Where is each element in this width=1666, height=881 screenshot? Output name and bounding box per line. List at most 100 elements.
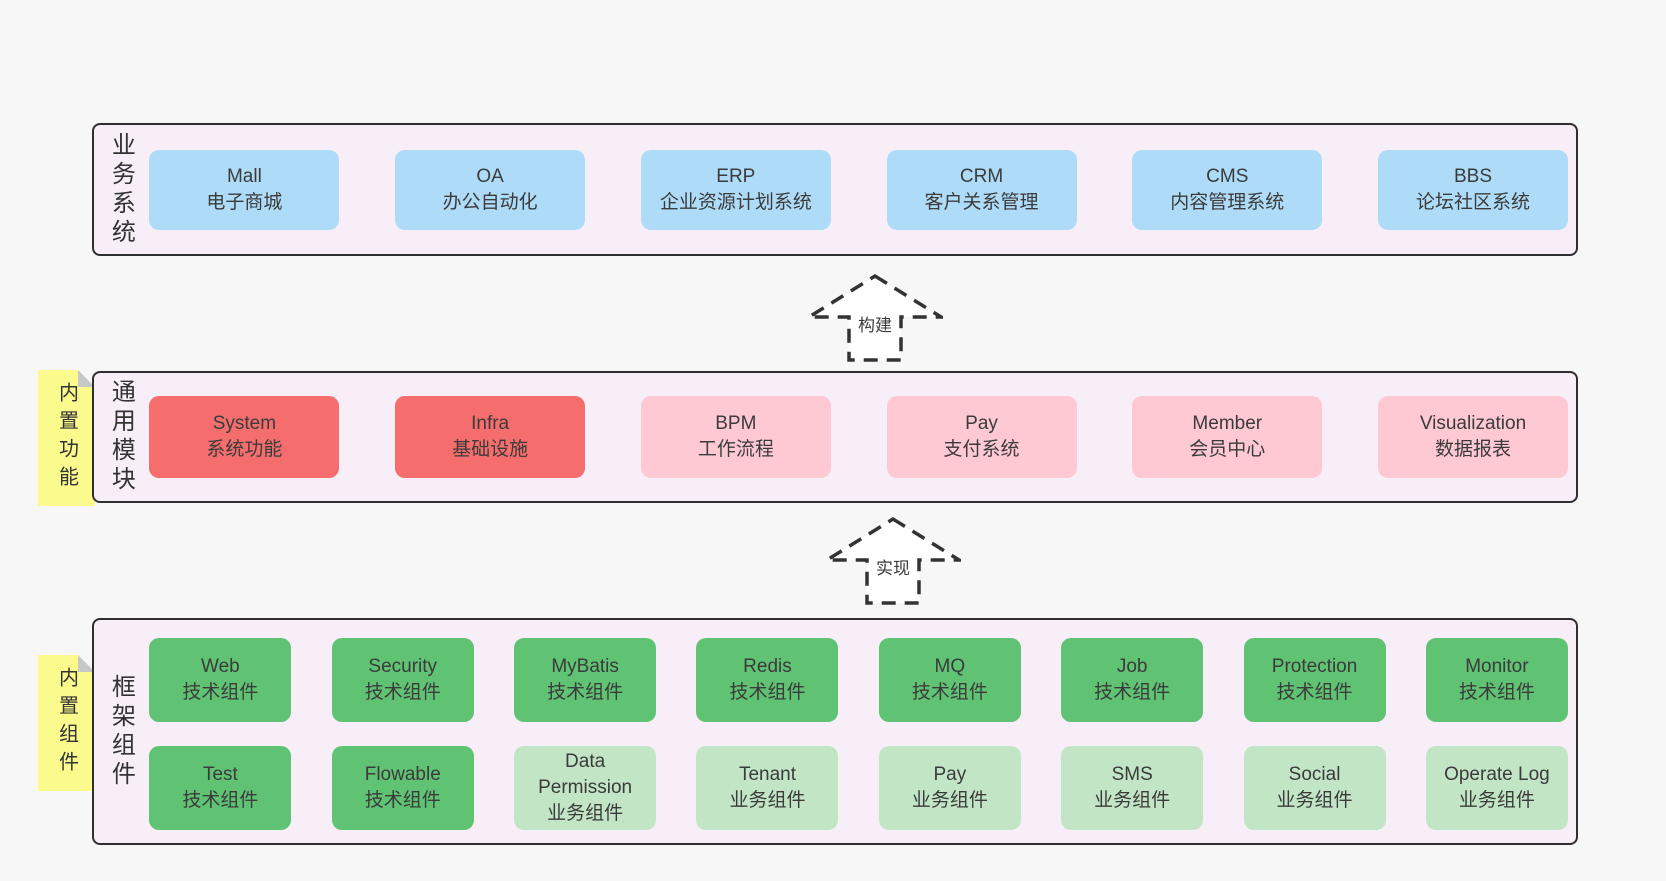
box-infra: Infra 基础设施 bbox=[395, 396, 586, 478]
box-subtitle: 业务组件 bbox=[911, 790, 988, 811]
box-mybatis: MyBatis 技术组件 bbox=[514, 638, 657, 722]
box-title: Operate Log bbox=[1444, 764, 1550, 785]
box-bpm: BPM 工作流程 bbox=[640, 396, 831, 478]
box-title: OA bbox=[476, 165, 504, 187]
box-monitor: Monitor 技术组件 bbox=[1425, 638, 1568, 722]
framework-row-1: Web 技术组件 Security 技术组件 MyBatis 技术组件 Redi… bbox=[149, 638, 1568, 722]
framework-components-panel: 框架组件 Web 技术组件 Security 技术组件 MyBatis 技术组件… bbox=[92, 618, 1578, 845]
box-cms: CMS 内容管理系统 bbox=[1132, 149, 1323, 230]
box-sms: SMS 业务组件 bbox=[1061, 746, 1204, 830]
box-system: System 系统功能 bbox=[149, 396, 340, 478]
box-oa: OA 办公自动化 bbox=[395, 149, 586, 230]
box-title: System bbox=[212, 413, 277, 434]
arrow-label: 构建 bbox=[854, 309, 896, 338]
box-title: Infra bbox=[471, 413, 510, 434]
box-mq: MQ 技术组件 bbox=[878, 638, 1021, 722]
box-subtitle: 业务组件 bbox=[1458, 790, 1535, 811]
box-title: Social bbox=[1288, 764, 1341, 785]
box-subtitle: 数据报表 bbox=[1434, 439, 1511, 460]
box-title: BBS bbox=[1453, 165, 1492, 187]
box-pay-biz: Pay 业务组件 bbox=[878, 746, 1021, 830]
box-member: Member 会员中心 bbox=[1132, 396, 1323, 478]
box-subtitle: 业务组件 bbox=[547, 803, 624, 824]
box-security: Security 技术组件 bbox=[331, 638, 474, 722]
box-title: CRM bbox=[959, 165, 1004, 187]
box-subtitle: 技术组件 bbox=[1458, 682, 1535, 703]
box-mall: Mall 电子商城 bbox=[149, 149, 340, 230]
box-title: MyBatis bbox=[551, 656, 619, 677]
box-pay: Pay 支付系统 bbox=[886, 396, 1077, 478]
box-title: ERP bbox=[716, 165, 756, 187]
panel-side-label: 框架组件 bbox=[107, 673, 135, 790]
framework-box-rows: Web 技术组件 Security 技术组件 MyBatis 技术组件 Redi… bbox=[133, 620, 1576, 843]
box-subtitle: 技术组件 bbox=[182, 682, 259, 703]
box-data-permission: Data Permission 业务组件 bbox=[514, 746, 657, 830]
business-systems-panel: 业务系统 Mall 电子商城 OA 办公自动化 ERP 企业资源计划系统 CRM… bbox=[92, 123, 1578, 256]
box-subtitle: 技术组件 bbox=[911, 682, 988, 703]
folded-corner-icon bbox=[78, 370, 95, 387]
box-job: Job 技术组件 bbox=[1061, 638, 1204, 722]
box-title: Member bbox=[1192, 413, 1263, 434]
box-title: Visualization bbox=[1419, 413, 1527, 434]
box-subtitle: 支付系统 bbox=[943, 439, 1020, 460]
panel-side-label: 业务系统 bbox=[107, 131, 135, 248]
box-test: Test 技术组件 bbox=[149, 746, 292, 830]
box-title: Pay bbox=[933, 764, 967, 785]
box-title: Tenant bbox=[738, 764, 796, 785]
box-subtitle: 电子商城 bbox=[206, 191, 283, 213]
box-subtitle: 业务组件 bbox=[729, 790, 806, 811]
box-subtitle: 技术组件 bbox=[1276, 682, 1353, 703]
box-subtitle: 办公自动化 bbox=[442, 191, 538, 213]
box-title: Security bbox=[368, 656, 438, 677]
framework-row-2: Test 技术组件 Flowable 技术组件 Data Permission … bbox=[149, 746, 1568, 830]
box-title: MQ bbox=[934, 656, 966, 677]
arrow-label: 实现 bbox=[872, 552, 914, 581]
box-subtitle: 技术组件 bbox=[364, 682, 441, 703]
box-subtitle: 业务组件 bbox=[1094, 790, 1171, 811]
sticky-note-builtin-features: 内置功能 bbox=[38, 370, 95, 506]
box-social: Social 业务组件 bbox=[1243, 746, 1386, 830]
box-subtitle: 论坛社区系统 bbox=[1415, 191, 1530, 213]
box-subtitle: 技术组件 bbox=[547, 682, 624, 703]
modules-box-row: System 系统功能 Infra 基础设施 BPM 工作流程 Pay 支付系统… bbox=[133, 373, 1576, 501]
box-crm: CRM 客户关系管理 bbox=[886, 149, 1077, 230]
box-title: Flowable bbox=[364, 764, 441, 785]
box-protection: Protection 技术组件 bbox=[1243, 638, 1386, 722]
box-bbs: BBS 论坛社区系统 bbox=[1377, 149, 1568, 230]
box-subtitle: 企业资源计划系统 bbox=[659, 191, 812, 213]
box-title: Mall bbox=[226, 165, 262, 187]
sticky-label: 内置功能 bbox=[55, 382, 78, 494]
box-title: Web bbox=[201, 656, 240, 677]
box-subtitle: 技术组件 bbox=[182, 790, 259, 811]
box-subtitle: 会员中心 bbox=[1189, 439, 1266, 460]
build-arrow: 构建 bbox=[802, 272, 948, 364]
box-subtitle: 客户关系管理 bbox=[924, 191, 1039, 213]
panel-side-label: 通用模块 bbox=[107, 379, 135, 495]
common-modules-panel: 通用模块 System 系统功能 Infra 基础设施 BPM 工作流程 Pay… bbox=[92, 371, 1578, 503]
box-erp: ERP 企业资源计划系统 bbox=[640, 149, 831, 230]
business-box-row: Mall 电子商城 OA 办公自动化 ERP 企业资源计划系统 CRM 客户关系… bbox=[133, 125, 1576, 254]
box-subtitle: 基础设施 bbox=[452, 439, 529, 460]
box-title: CMS bbox=[1206, 165, 1249, 187]
box-title: Data Permission bbox=[538, 751, 633, 798]
box-subtitle: 技术组件 bbox=[1094, 682, 1171, 703]
box-operate-log: Operate Log 业务组件 bbox=[1425, 746, 1568, 830]
box-title: Monitor bbox=[1465, 656, 1529, 677]
box-web: Web 技术组件 bbox=[149, 638, 292, 722]
box-title: SMS bbox=[1111, 764, 1153, 785]
box-tenant: Tenant 业务组件 bbox=[696, 746, 839, 830]
box-title: Redis bbox=[743, 656, 792, 677]
box-subtitle: 工作流程 bbox=[697, 439, 774, 460]
box-subtitle: 技术组件 bbox=[364, 790, 441, 811]
box-redis: Redis 技术组件 bbox=[696, 638, 839, 722]
box-title: Test bbox=[202, 764, 238, 785]
box-subtitle: 技术组件 bbox=[729, 682, 806, 703]
folded-corner-icon bbox=[78, 655, 95, 672]
sticky-label: 内置组件 bbox=[55, 667, 78, 779]
box-subtitle: 系统功能 bbox=[206, 439, 283, 460]
box-visualization: Visualization 数据报表 bbox=[1377, 396, 1568, 478]
box-title: Protection bbox=[1271, 656, 1358, 677]
box-subtitle: 业务组件 bbox=[1276, 790, 1353, 811]
box-flowable: Flowable 技术组件 bbox=[331, 746, 474, 830]
